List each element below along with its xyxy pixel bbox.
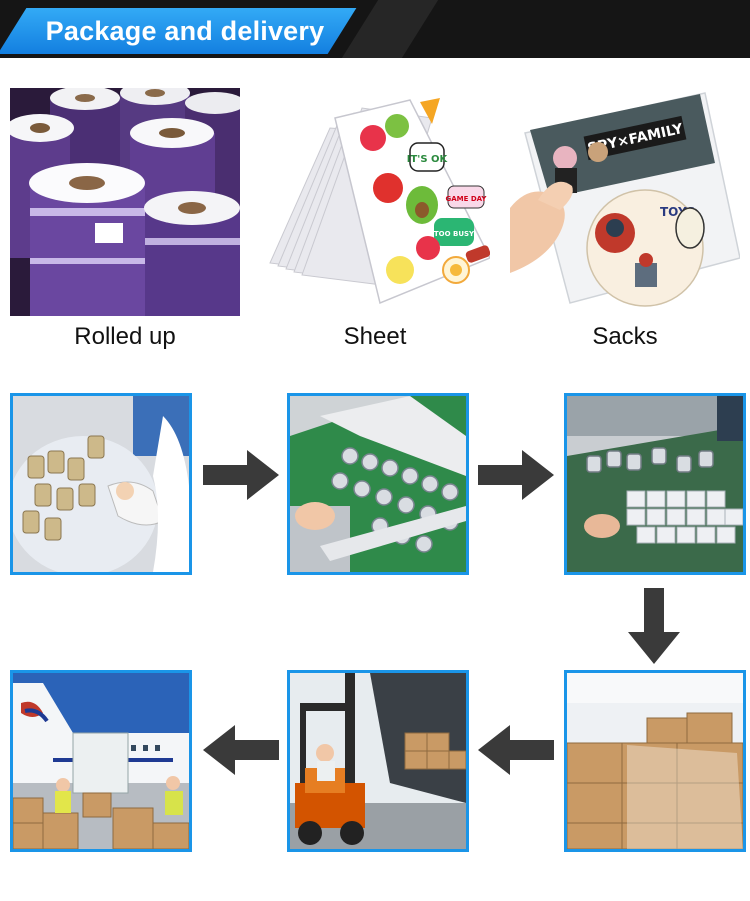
arrow-down-icon xyxy=(628,588,680,664)
arrow-right-icon xyxy=(203,450,279,500)
step-boxing-photo xyxy=(564,393,746,575)
step-forklift-photo xyxy=(287,670,469,852)
sheet-image: IT'S OK GAME DAY TOO BUSY xyxy=(260,88,490,316)
page-title: Package and delivery xyxy=(45,16,325,46)
step-conveyor-photo xyxy=(287,393,469,575)
rolled-up-caption: Rolled up xyxy=(74,323,176,350)
sacks-image: STICKERS SPY×FAMILY TOYS xyxy=(510,88,740,316)
rolled-up-image xyxy=(10,88,240,316)
step-aircargo-photo xyxy=(10,670,192,852)
arrow-right-icon xyxy=(478,450,554,500)
sticker-itsok: IT'S OK xyxy=(407,154,449,165)
step-cartons-photo xyxy=(564,670,746,852)
sacks-caption: Sacks xyxy=(592,323,658,350)
sheet-caption: Sheet xyxy=(343,323,407,350)
sticker-toobusy: TOO BUSY xyxy=(434,230,475,238)
sticker-gameday: GAME DAY xyxy=(446,195,488,203)
header-bar: Package and delivery xyxy=(0,0,750,58)
arrow-left-icon xyxy=(478,725,554,775)
arrow-left-icon xyxy=(203,725,279,775)
step-packing-photo xyxy=(10,393,192,575)
